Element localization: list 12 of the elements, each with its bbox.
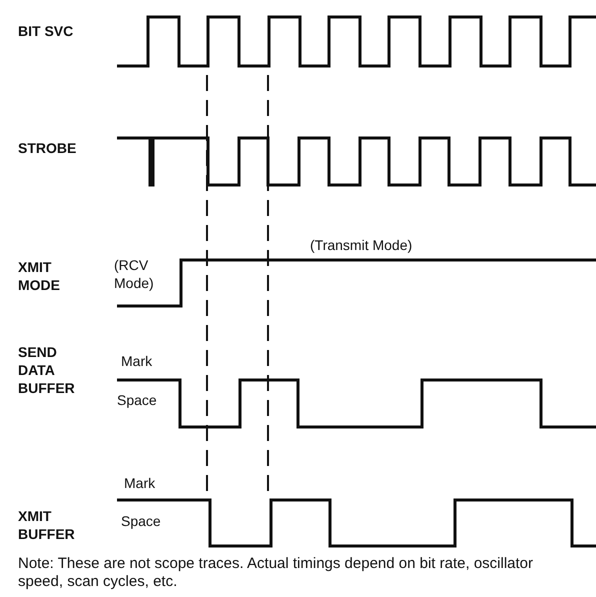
- level-label: Mark: [121, 352, 152, 370]
- signal-name: XMIT MODE: [18, 258, 61, 294]
- level-label: (RCV Mode): [114, 256, 155, 292]
- level-label: Mark: [124, 474, 156, 492]
- level-label: Space: [121, 512, 161, 530]
- level-label: (Transmit Mode): [310, 236, 412, 254]
- signal-name: SEND DATA BUFFER: [18, 343, 76, 397]
- signal-name: BIT SVC: [18, 22, 74, 40]
- signal-name: XMIT BUFFER: [18, 507, 76, 543]
- signal-name: STROBE: [18, 139, 76, 157]
- note-text: Note: These are not scope traces. Actual timings depend on bit rate, oscillator speed, scan cycles, etc.: [18, 555, 534, 591]
- level-label: Space: [117, 391, 157, 409]
